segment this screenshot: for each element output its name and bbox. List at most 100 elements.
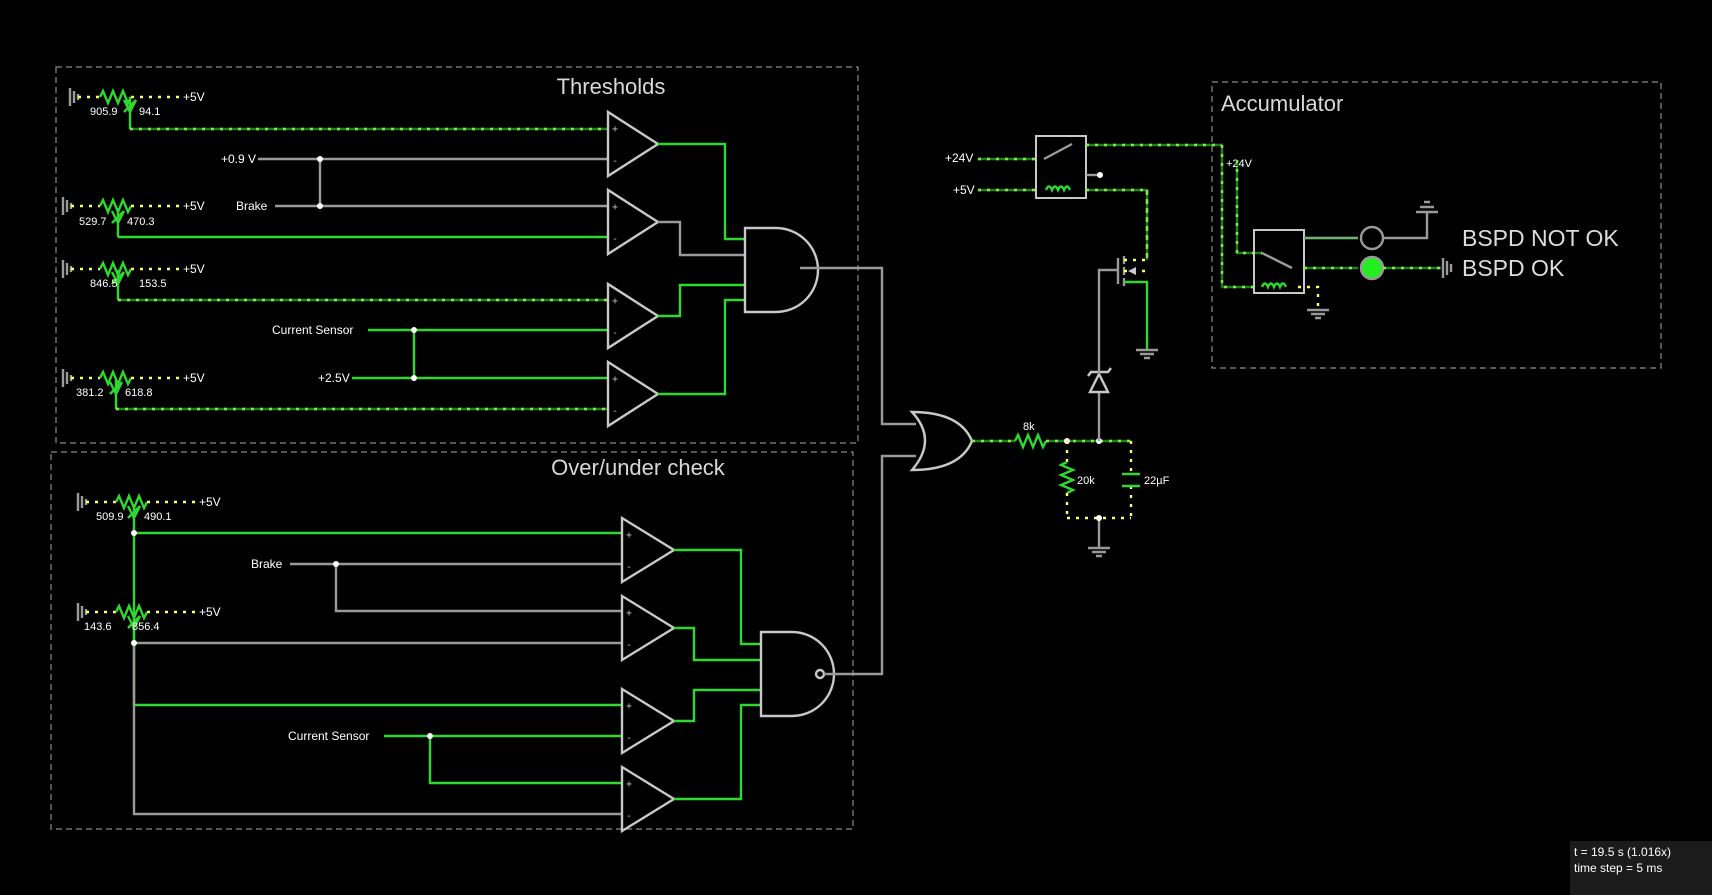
ground-symbol	[1441, 258, 1453, 278]
nand-gate-over-under[interactable]	[759, 630, 836, 718]
led-bspd-ok[interactable]	[1359, 255, 1385, 281]
zener-diode[interactable]	[1087, 268, 1118, 441]
relay-1[interactable]	[1035, 135, 1103, 199]
svg-text:-: -	[612, 234, 618, 245]
resistor-8k[interactable]	[1013, 431, 1048, 451]
comparator-1[interactable]: +-	[606, 109, 661, 179]
brake-label: Brake	[251, 557, 283, 571]
thresholds-box	[55, 66, 859, 444]
potentiometer-2[interactable]	[61, 196, 180, 237]
time-step-readout: time step = 5 ms	[1574, 861, 1663, 875]
pot-4-left: 381.2	[76, 387, 104, 399]
pot-2-left: 529.7	[79, 216, 107, 228]
wire	[1086, 188, 1149, 260]
over-under-title: Over/under check	[551, 455, 726, 480]
svg-text:+: +	[612, 124, 618, 135]
potentiometer-4[interactable]	[61, 368, 180, 409]
svg-text:-: -	[626, 640, 632, 651]
bspd-ok-label: BSPD OK	[1462, 255, 1565, 281]
comparator-8[interactable]: +-	[620, 764, 677, 834]
supply-label: +5V	[199, 605, 221, 619]
junction-dot	[427, 733, 433, 739]
resistor-20k[interactable]	[1057, 441, 1077, 518]
supply-label: +5V	[183, 90, 205, 104]
resistor-8k-label: 8k	[1023, 421, 1035, 433]
or-gate[interactable]	[909, 410, 974, 472]
wire	[1235, 160, 1262, 255]
accumulator-box	[1211, 81, 1662, 369]
wire	[658, 283, 745, 318]
brake-label: Brake	[236, 199, 268, 213]
current-sensor-label: Current Sensor	[288, 729, 369, 743]
junction-dot	[333, 561, 339, 567]
wire	[1235, 160, 1262, 255]
capacitor-label: 22µF	[1144, 475, 1170, 487]
ground-symbol	[1136, 348, 1158, 360]
comparator-6[interactable]: +-	[620, 593, 677, 663]
wire	[800, 266, 916, 426]
and-gate-thresholds[interactable]	[743, 226, 820, 314]
potentiometer-5[interactable]	[76, 492, 196, 533]
junction-dot	[411, 327, 417, 333]
junction-dot	[411, 375, 417, 381]
potentiometer-6[interactable]	[76, 602, 196, 643]
junction-dot	[131, 640, 137, 646]
led-bspd-not-ok[interactable]	[1359, 225, 1385, 251]
thresholds-title: Thresholds	[557, 74, 666, 99]
ground-symbol	[1088, 518, 1110, 558]
wire	[824, 454, 916, 676]
over-under-box	[50, 451, 854, 830]
relay-accumulator[interactable]	[1253, 229, 1305, 294]
ground-symbol	[1307, 308, 1329, 320]
comparator-7[interactable]: +-	[620, 686, 677, 756]
wire	[1220, 145, 1254, 289]
potentiometer-1[interactable]	[68, 87, 180, 129]
capacitor-22uf[interactable]	[1122, 441, 1140, 518]
svg-text:-: -	[612, 328, 618, 339]
resistor-20k-label: 20k	[1077, 475, 1095, 487]
current-sensor-label: Current Sensor	[272, 323, 353, 337]
svg-text:+: +	[612, 374, 618, 385]
svg-text:+: +	[626, 608, 632, 619]
pot-3-left: 846.5	[90, 278, 118, 290]
wire	[658, 298, 745, 396]
supply-label: +5V	[183, 199, 205, 213]
pot-2-right: 470.3	[127, 216, 155, 228]
wire	[658, 142, 745, 241]
svg-text:-: -	[626, 562, 632, 573]
supply-label: +5V	[199, 495, 221, 509]
mosfet[interactable]	[1116, 190, 1149, 350]
supply-label: +5V	[953, 183, 975, 197]
pot-4-right: 618.8	[125, 387, 153, 399]
wire	[674, 688, 761, 723]
wire	[674, 548, 761, 646]
comparator-2[interactable]: +-	[606, 187, 661, 257]
wire	[384, 734, 622, 785]
pot-5-right: 490.1	[144, 511, 172, 523]
svg-text:+: +	[626, 701, 632, 712]
pot-6-left: 143.6	[84, 621, 112, 633]
svg-text:-: -	[626, 811, 632, 822]
wire	[1298, 285, 1320, 310]
pot-5-left: 509.9	[96, 511, 124, 523]
svg-text:+: +	[612, 296, 618, 307]
wire	[658, 220, 745, 257]
wire	[290, 562, 622, 613]
potentiometer-3[interactable]	[61, 259, 180, 300]
svg-text:-: -	[612, 156, 618, 167]
comparator-4[interactable]: +-	[606, 359, 661, 429]
simulation-status: t = 19.5 s (1.016x) time step = 5 ms	[1570, 841, 1712, 895]
junction-dot	[1096, 515, 1102, 521]
junction-dot	[317, 156, 323, 162]
comparator-5[interactable]: +-	[620, 515, 677, 585]
svg-text:+: +	[612, 202, 618, 213]
svg-text:+: +	[626, 779, 632, 790]
bspd-not-ok-label: BSPD NOT OK	[1462, 225, 1619, 251]
svg-text:+: +	[626, 530, 632, 541]
wire	[1086, 188, 1149, 260]
wire	[352, 328, 608, 380]
wire	[674, 703, 761, 801]
svg-text:-: -	[626, 733, 632, 744]
comparator-3[interactable]: +-	[606, 281, 661, 351]
